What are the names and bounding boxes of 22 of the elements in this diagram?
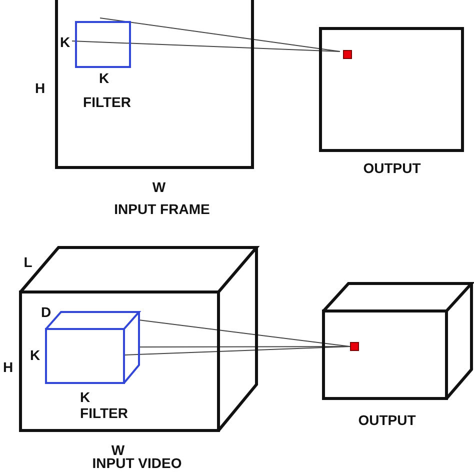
dimension-label: W	[111, 443, 125, 457]
box-label: OUTPUT	[358, 413, 416, 427]
dimension-label: K	[30, 348, 40, 362]
dimension-label: H	[34, 81, 46, 95]
dimension-label: W	[152, 180, 166, 194]
box-label: INPUT FRAME	[114, 202, 210, 216]
projection-line	[124, 346, 350, 356]
output-pixel	[343, 50, 352, 59]
output-pixel	[350, 342, 359, 351]
dimension-label: K	[80, 390, 90, 404]
dimension-label: L	[24, 255, 32, 269]
box-label: FILTER	[80, 406, 128, 420]
box-label: INPUT VIDEO	[92, 456, 182, 470]
projection-line	[138, 320, 350, 347]
dimension-label: H	[2, 360, 14, 374]
box-label: OUTPUT	[363, 161, 421, 175]
projection-line	[72, 40, 340, 52]
dimension-label: D	[40, 305, 52, 319]
dimension-label: K	[60, 35, 70, 49]
projection-line	[100, 18, 340, 52]
dimension-label: K	[98, 71, 110, 85]
box-label: FILTER	[83, 95, 131, 109]
